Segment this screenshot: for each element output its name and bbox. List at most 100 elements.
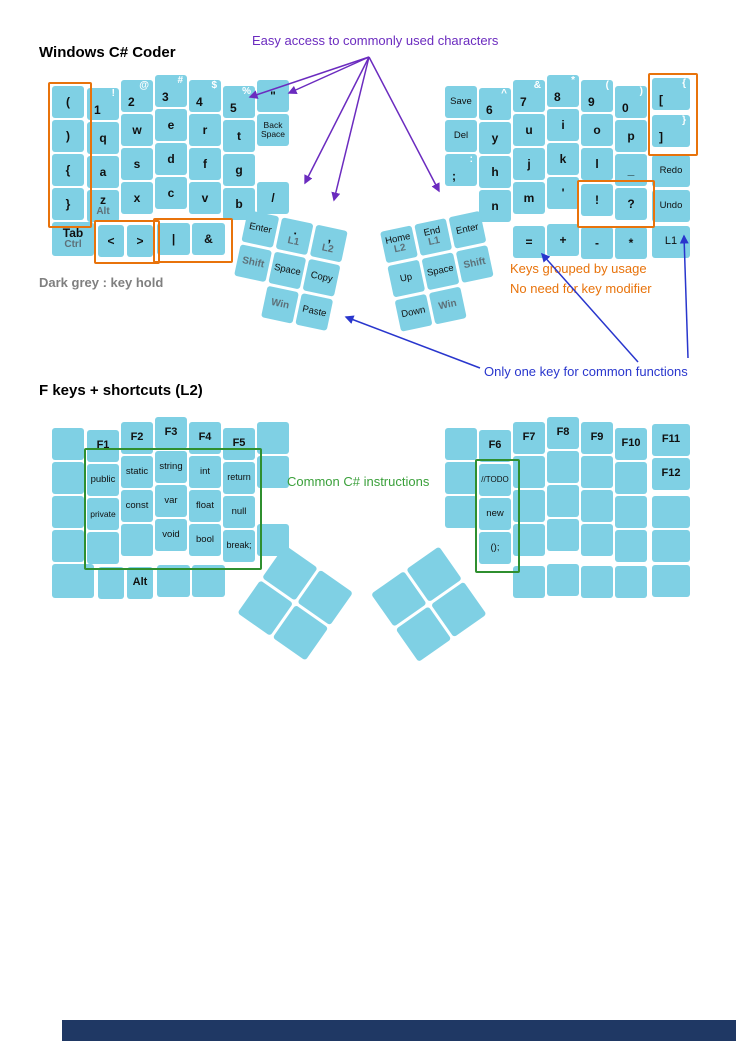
key-blank xyxy=(547,564,579,596)
key-enter: Enter xyxy=(448,210,487,249)
key-del: Del xyxy=(445,120,477,152)
box-csharp-right xyxy=(475,459,520,573)
footer-bar xyxy=(62,1020,736,1041)
key-m: m xyxy=(513,182,545,214)
key-blank xyxy=(652,530,690,562)
key-blank xyxy=(547,485,579,517)
key-symbol: ,L2 xyxy=(309,224,348,263)
key-i: i xyxy=(547,109,579,141)
key-string: string xyxy=(155,451,187,483)
annotation-keyhold: Dark grey : key hold xyxy=(39,275,164,290)
key-o: o xyxy=(581,114,613,146)
key-new: new xyxy=(479,498,511,530)
key-down: Down xyxy=(394,293,433,332)
key-blank xyxy=(547,451,579,483)
key-blank xyxy=(615,530,647,562)
key-blank xyxy=(547,519,579,551)
key-blank xyxy=(87,532,119,564)
key-todo: //TODO xyxy=(479,464,511,496)
key-symbol: (); xyxy=(479,532,511,564)
key-symbol: + xyxy=(547,224,579,256)
key-f: f xyxy=(189,148,221,180)
key-9: 9( xyxy=(581,80,613,112)
key-symbol: " xyxy=(257,80,289,112)
key-blank xyxy=(192,565,225,597)
key-c: c xyxy=(155,177,187,209)
box-pipe-ampersand xyxy=(153,218,233,263)
key-blank xyxy=(445,496,477,528)
key-f7: F7 xyxy=(513,422,545,454)
key-symbol: ) xyxy=(52,120,84,152)
key-j: j xyxy=(513,148,545,180)
key-blank xyxy=(581,456,613,488)
key-h: h xyxy=(479,156,511,188)
layer1-title: Windows C# Coder xyxy=(39,44,176,61)
key-blank xyxy=(615,462,647,494)
key-f1: F1 xyxy=(87,430,119,462)
key-r: r xyxy=(189,114,221,146)
key-blank xyxy=(257,456,289,488)
key-blank xyxy=(52,496,84,528)
key-blank xyxy=(652,565,690,597)
annotation-arrow xyxy=(287,56,370,95)
key-t: t xyxy=(223,120,255,152)
key-3: 3# xyxy=(155,75,187,107)
key-up: Up xyxy=(387,259,426,298)
key-redo: Redo xyxy=(652,155,690,187)
key-s: s xyxy=(121,148,153,180)
key-symbol: = xyxy=(513,226,545,258)
key-blank xyxy=(157,565,190,597)
annotation-easy-access: Easy access to commonly used characters xyxy=(252,33,499,48)
annotation-one-key: Only one key for common functions xyxy=(484,364,688,379)
key-2: 2@ xyxy=(121,80,153,112)
key-x: x xyxy=(121,182,153,214)
key-static: static xyxy=(121,456,153,488)
key-return: return xyxy=(223,462,255,494)
key-win: Win xyxy=(428,286,467,325)
key-blank xyxy=(581,524,613,556)
key-alt: Alt xyxy=(127,567,153,599)
key-symbol: & xyxy=(192,223,225,255)
key-symbol: < xyxy=(98,225,124,257)
box-csharp-left xyxy=(84,448,262,570)
key-symbol: > xyxy=(127,225,153,257)
key-f5: F5 xyxy=(223,428,255,460)
key-blank xyxy=(52,428,84,460)
key-blank xyxy=(615,496,647,528)
key-k: k xyxy=(547,143,579,175)
key-blank xyxy=(52,530,84,562)
annotation-arrow xyxy=(368,56,440,193)
layer2-title: F keys + shortcuts (L2) xyxy=(39,382,203,399)
key-p: p xyxy=(615,120,647,152)
key-g: g xyxy=(223,154,255,186)
key-paste: Paste xyxy=(295,293,334,331)
key-blank xyxy=(615,566,647,598)
key-v: v xyxy=(189,182,221,214)
key-1: 1! xyxy=(87,88,119,120)
annotation-csharp-instructions: Common C# instructions xyxy=(287,474,430,489)
key-symbol: | xyxy=(157,223,190,255)
key-var: var xyxy=(155,485,187,517)
annotation-arrow xyxy=(304,56,370,185)
key-copy: Copy xyxy=(302,258,341,297)
key-n: n xyxy=(479,190,511,222)
key-backspace: Back Space xyxy=(257,114,289,146)
key-blank xyxy=(98,567,124,599)
key-4: 4$ xyxy=(189,80,221,112)
key-symbol: ]} xyxy=(652,115,690,147)
key-symbol: / xyxy=(257,182,289,214)
key-shift: Shift xyxy=(234,244,273,283)
key-private: private xyxy=(87,498,119,530)
key-space: Space xyxy=(421,252,460,291)
box-angle-brackets xyxy=(94,220,160,264)
key-symbol: [{ xyxy=(652,78,690,110)
key-symbol: * xyxy=(615,227,647,259)
key-symbol: - xyxy=(581,227,613,259)
key-f6: F6 xyxy=(479,430,511,462)
key-symbol: .L1 xyxy=(275,217,314,256)
key-win: Win xyxy=(261,285,299,324)
key-6: 6^ xyxy=(479,88,511,120)
key-0: 0) xyxy=(615,86,647,118)
